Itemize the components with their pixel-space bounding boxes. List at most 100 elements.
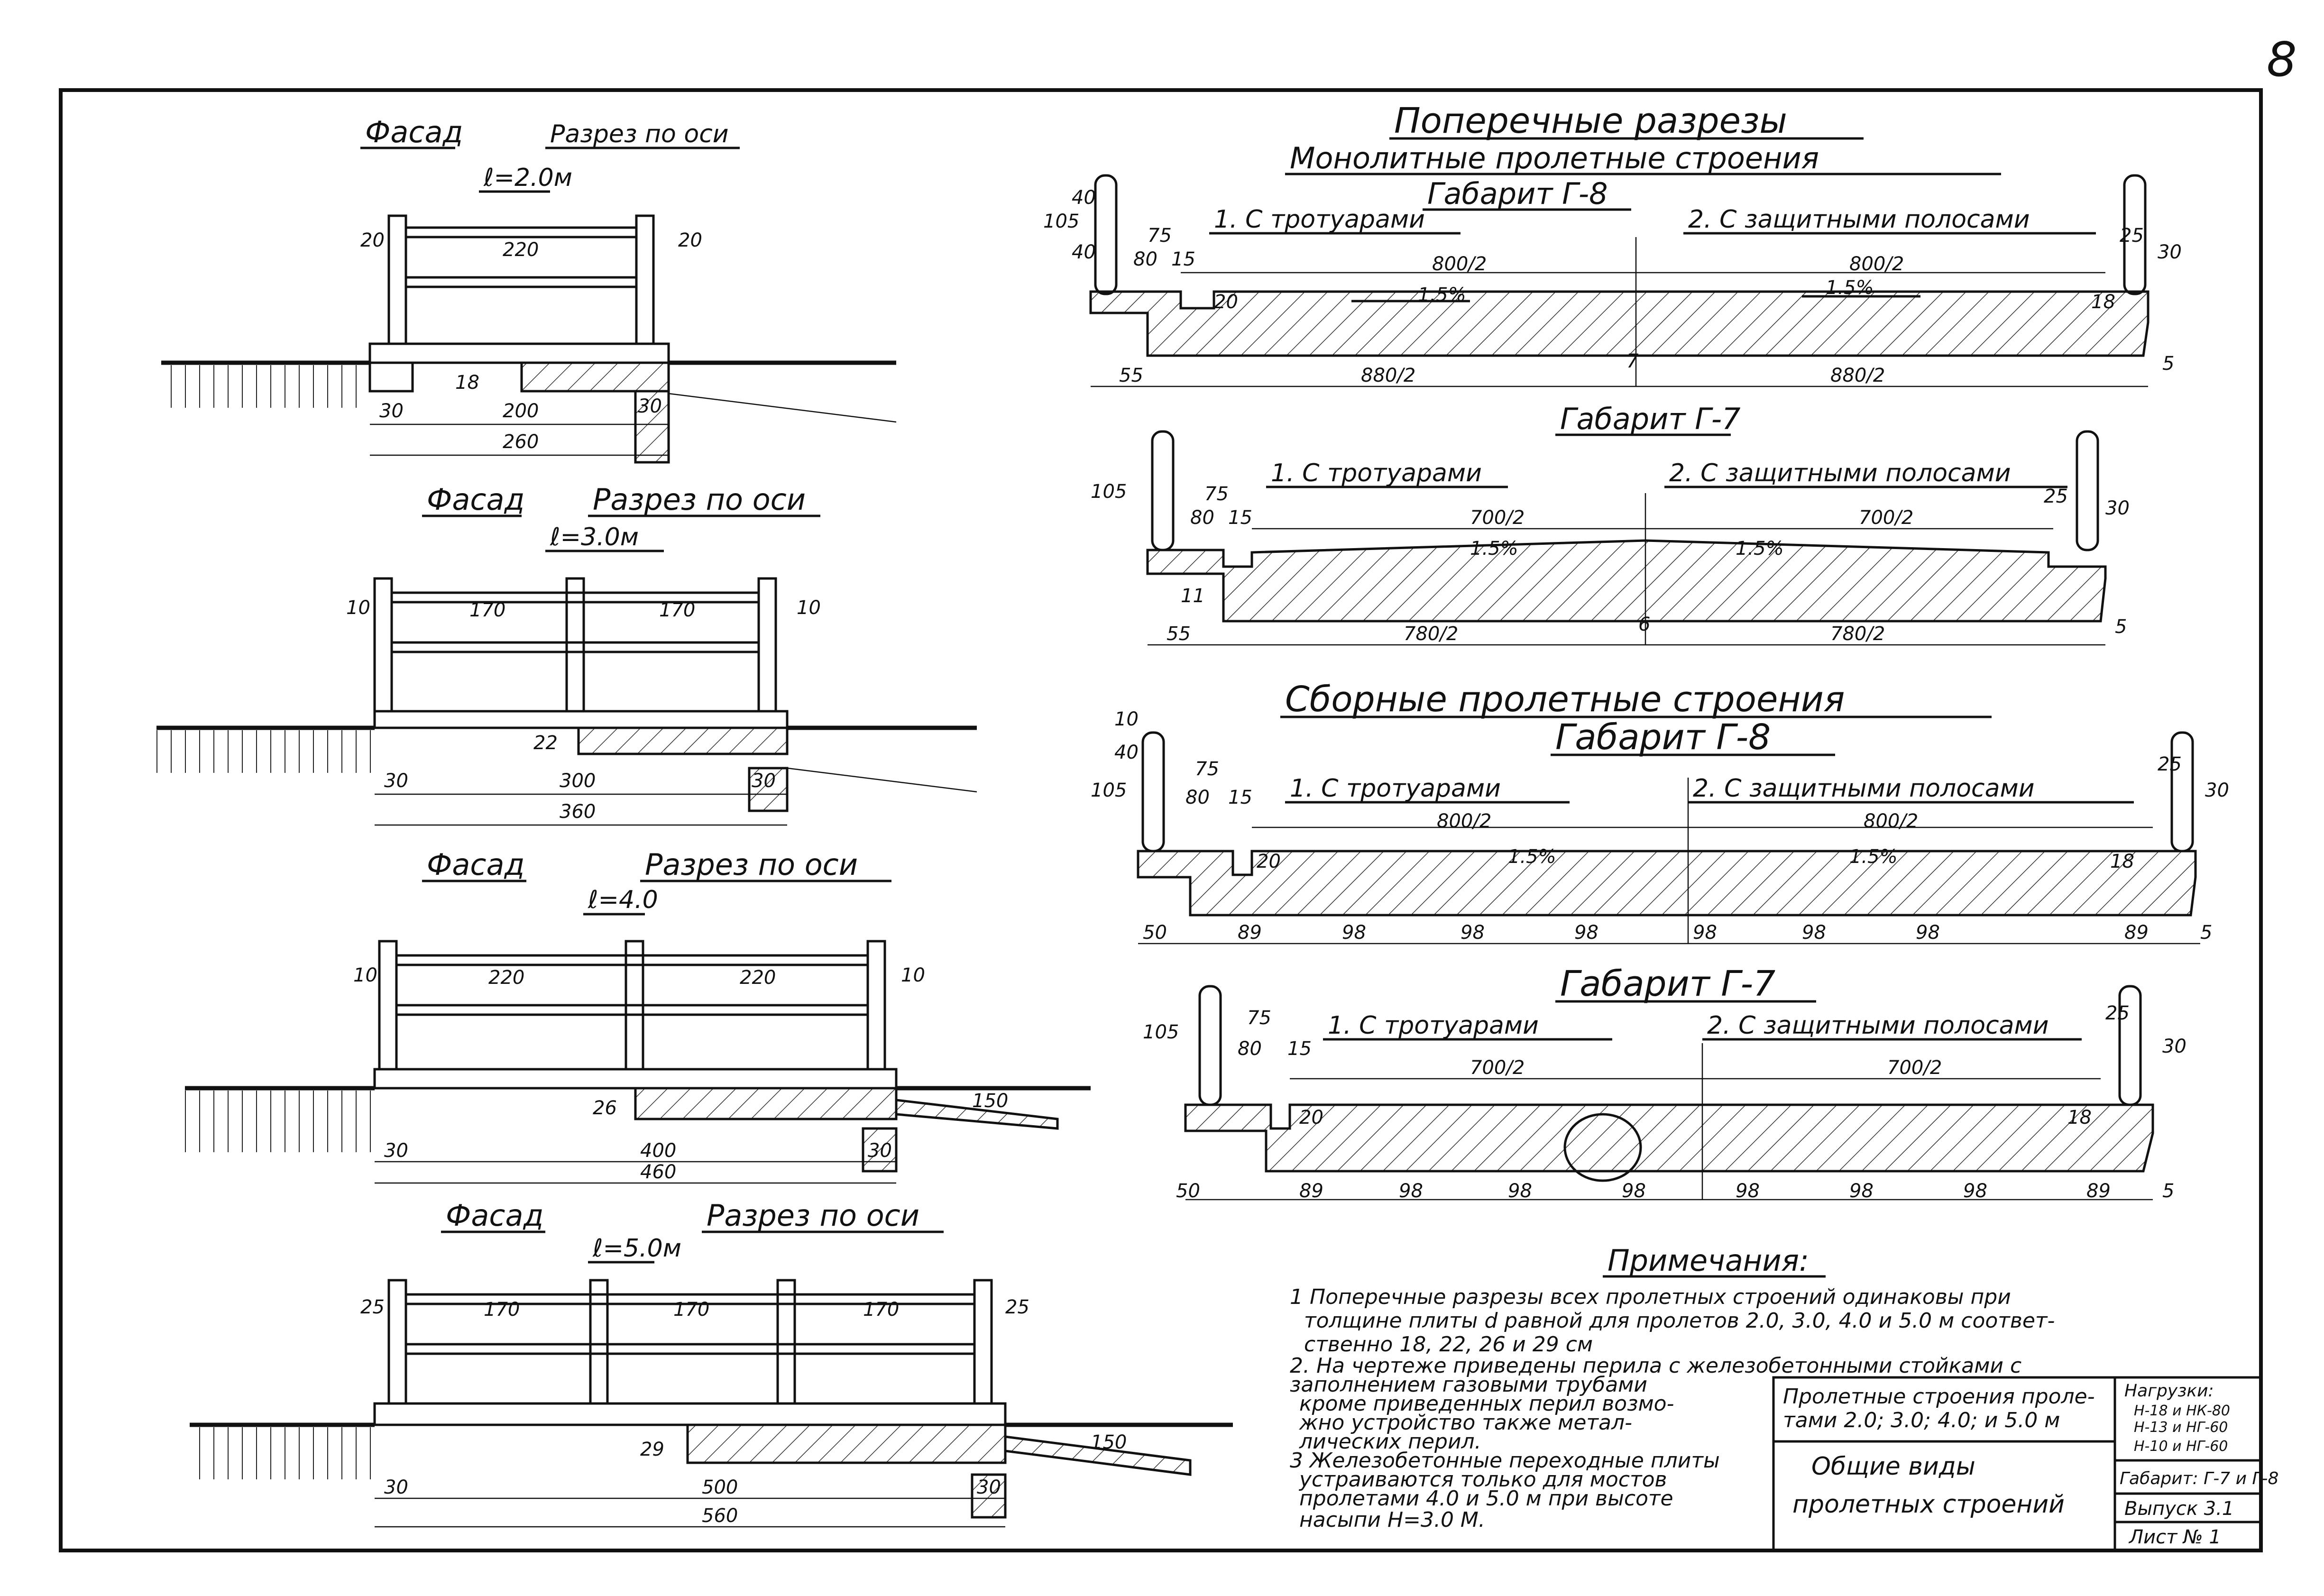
dimension-label: 25 bbox=[2120, 225, 2144, 247]
dimension-label: 2. На чертеже приведены перила с железоб… bbox=[1290, 1354, 2021, 1378]
span-label: ℓ=2.0м bbox=[483, 164, 572, 192]
dimension-label: 700/2 bbox=[1859, 507, 1913, 529]
dimension-label: 5 bbox=[2115, 616, 2127, 638]
dimension-label: 75 bbox=[1204, 483, 1229, 505]
dimension-label: 260 bbox=[503, 431, 539, 453]
dimension-label: 40 bbox=[1114, 742, 1139, 763]
dimension-label: 880/2 bbox=[1361, 365, 1415, 386]
dimension-label: 10 bbox=[353, 964, 377, 986]
dimension-label: 80 bbox=[1185, 787, 1210, 808]
dimension-label: 400 bbox=[640, 1140, 676, 1162]
dimension-label: 150 bbox=[972, 1090, 1008, 1112]
section-precast-g7: Габарит Г-7 1. С тротуарами 2. С защитны… bbox=[1143, 963, 2186, 1202]
page-mark: 8 bbox=[2267, 32, 2297, 87]
dimension-label: 18 bbox=[2091, 291, 2115, 313]
g8-title: Габарит Г-8 bbox=[1427, 176, 1608, 211]
section-facade-3m: Фасад Разрез по оси ℓ=3.0м 10 10 170 170… bbox=[156, 482, 977, 826]
dimension-label: 18 bbox=[2110, 851, 2134, 872]
dimension-label: 5 bbox=[2162, 353, 2174, 375]
notes-block: Примечания: 1 Поперечные разрезы всех пр… bbox=[1290, 1243, 2055, 1532]
dimension-label: 105 bbox=[1091, 780, 1127, 801]
dimension-label: Фасад bbox=[427, 847, 524, 882]
dimension-label: 780/2 bbox=[1830, 623, 1885, 645]
dimension-label: 25 bbox=[2105, 1002, 2130, 1024]
dimension-label: Н-18 и НК-80 bbox=[2134, 1403, 2230, 1419]
dimension-label: 1 Поперечные разрезы всех пролетных стро… bbox=[1290, 1285, 2011, 1309]
dimension-label: 1. С тротуарами bbox=[1328, 1011, 1539, 1040]
dimension-label: 98 bbox=[1849, 1180, 1874, 1202]
dimension-label: 98 bbox=[1622, 1180, 1646, 1202]
sheet-frame bbox=[59, 88, 2263, 1552]
dimension-label: 700/2 bbox=[1887, 1057, 1942, 1079]
dimension-label: 700/2 bbox=[1470, 1057, 1525, 1079]
dimension-label: 30 bbox=[2158, 241, 2182, 263]
dimension-label: 29 bbox=[640, 1439, 664, 1460]
dimension-label: 15 bbox=[1287, 1038, 1312, 1060]
section-facade-2m: Фасад Разрез по оси ℓ=2.0м 20 20 220 18 … bbox=[161, 115, 897, 464]
dimension-label: 30 bbox=[384, 770, 408, 792]
stamp-title-2: пролетных строений bbox=[1792, 1490, 2065, 1519]
notes-title: Примечания: bbox=[1608, 1243, 1809, 1278]
dimension-label: 170 bbox=[673, 1299, 709, 1321]
dimension-label: 220 bbox=[488, 967, 524, 989]
dimension-label: 1.5% bbox=[1826, 277, 1874, 299]
dimension-label: Разрез по оси bbox=[707, 1198, 919, 1233]
dimension-label: 75 bbox=[1195, 758, 1219, 780]
dimension-label: 170 bbox=[469, 599, 505, 621]
dimension-label: 170 bbox=[863, 1299, 899, 1321]
dimension-label: 30 bbox=[2162, 1036, 2186, 1057]
dimension-label: 1. С тротуарами bbox=[1214, 205, 1425, 234]
dimension-label: 5 bbox=[2162, 1180, 2174, 1202]
precast-title: Сборные пролетные строения bbox=[1285, 679, 1845, 720]
dimension-label: 360 bbox=[560, 801, 596, 823]
dimension-label: лических перил. bbox=[1299, 1430, 1481, 1454]
dimension-label: 89 bbox=[2086, 1180, 2111, 1202]
dimension-label: 2. С защитными полосами bbox=[1688, 205, 2030, 234]
dimension-label: Выпуск 3.1 bbox=[2124, 1498, 2234, 1520]
dimension-label: 1.5% bbox=[1849, 846, 1898, 868]
section-monolithic-g7: Габарит Г-7 1. С тротуарами 2. С защитны… bbox=[1091, 402, 2130, 646]
dimension-label: 2. С защитными полосами bbox=[1669, 459, 2011, 487]
dimension-label: Габарит Г-8 bbox=[1555, 717, 1771, 758]
dimension-label: 30 bbox=[2105, 497, 2130, 519]
dimension-label: жно устройство также метал- bbox=[1299, 1411, 1632, 1435]
dimension-label: 3 Железобетонные переходные плиты bbox=[1290, 1449, 1720, 1473]
dimension-label: 30 bbox=[868, 1140, 892, 1162]
dimension-label: 800/2 bbox=[1849, 253, 1904, 275]
dimension-label: Пролетные строения проле- bbox=[1783, 1385, 2095, 1409]
dimension-label: 30 bbox=[384, 1140, 408, 1162]
dimension-label: 50 bbox=[1176, 1180, 1200, 1202]
dimension-label: 75 bbox=[1247, 1007, 1271, 1029]
dimension-label: 1. С тротуарами bbox=[1290, 774, 1501, 803]
dimension-label: 800/2 bbox=[1432, 253, 1487, 275]
dimension-label: Разрез по оси bbox=[645, 847, 858, 882]
monolithic-title: Монолитные пролетные строения bbox=[1290, 141, 1819, 175]
dimension-label: 7 bbox=[1626, 350, 1639, 372]
dimension-label: 800/2 bbox=[1864, 810, 1918, 832]
dimension-label: 10 bbox=[901, 964, 925, 986]
dimension-label: 15 bbox=[1228, 507, 1252, 529]
dimension-label: 30 bbox=[2205, 780, 2229, 801]
dimension-label: 80 bbox=[1238, 1038, 1262, 1060]
dimension-label: 30 bbox=[379, 400, 404, 422]
dimension-label: 98 bbox=[1963, 1180, 1987, 1202]
dimension-label: 2. С защитными полосами bbox=[1707, 1011, 2049, 1040]
dimension-label: 98 bbox=[1693, 922, 1717, 944]
dimension-label: 40 bbox=[1072, 187, 1096, 209]
cut-title: Разрез по оси bbox=[550, 120, 729, 148]
dimension-label: 1. С тротуарами bbox=[1271, 459, 1482, 487]
dimension-label: насыпи Н=3.0 М. bbox=[1299, 1508, 1485, 1532]
dimension-label: 89 bbox=[1238, 922, 1262, 944]
dimension-label: Н-10 и НГ-60 bbox=[2134, 1438, 2228, 1455]
dimension-label: 700/2 bbox=[1470, 507, 1525, 529]
dimension-label: 98 bbox=[1574, 922, 1598, 944]
dimension-label: 30 bbox=[752, 770, 776, 792]
dimension-label: 105 bbox=[1091, 481, 1127, 503]
dimension-label: 1.5% bbox=[1508, 846, 1556, 868]
dimension-label: 220 bbox=[740, 967, 776, 989]
dimension-label: 40 bbox=[1072, 241, 1096, 263]
dimension-label: 460 bbox=[640, 1161, 676, 1183]
cross-sections-title-block: Поперечные разрезы Монолитные пролетные … bbox=[1285, 101, 2001, 211]
dimension-label: 10 bbox=[346, 597, 370, 619]
dimension-label: 18 bbox=[455, 372, 479, 394]
